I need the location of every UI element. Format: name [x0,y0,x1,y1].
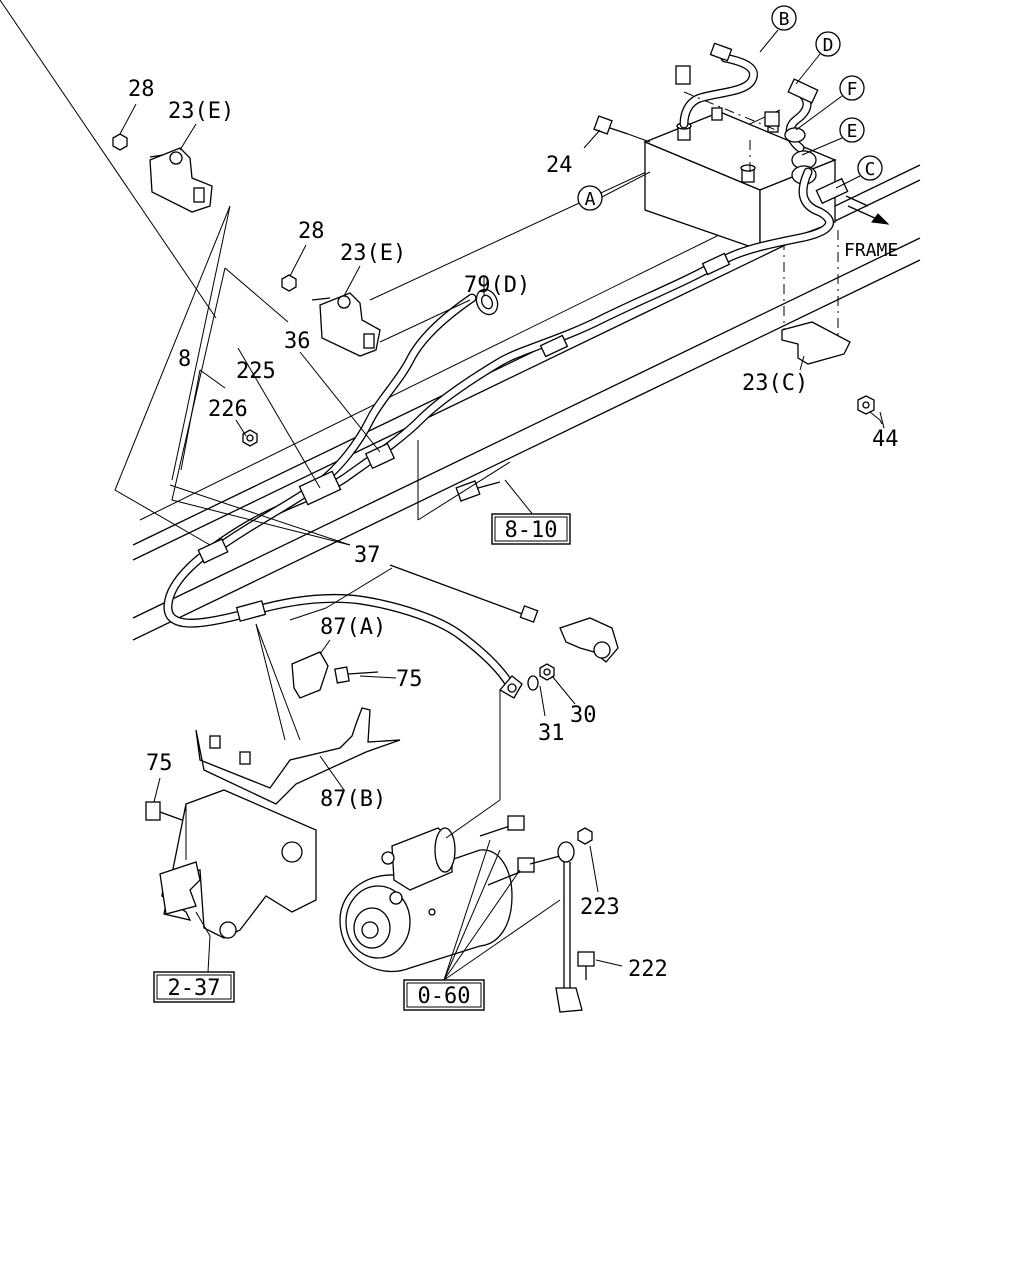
bracket-87a [291,651,379,699]
callout-87a: 87(A) [320,615,386,640]
relay-connector [455,480,501,502]
callout-44: 44 [872,427,899,452]
dashed-leaders [683,91,839,340]
callout-223: 223 [580,895,620,920]
callout-75-upper: 75 [396,667,423,692]
ref-box-0-60[interactable]: 0-60 [403,979,485,1011]
starter-bracket [145,789,317,939]
ground-strap [529,827,595,1013]
bracket-87b [195,707,401,805]
svg-text:8-10: 8-10 [505,518,558,543]
callout-36: 36 [284,329,311,354]
svg-text:D: D [823,35,834,56]
callout-28-middle: 28 [298,219,325,244]
frame-label: FRAME [844,240,898,261]
callout-23e-top: 23(E) [168,99,234,124]
nut-226 [242,429,258,447]
svg-text:0-60: 0-60 [418,984,471,1009]
callout-226: 226 [208,397,248,422]
svg-text:A: A [585,189,596,210]
callout-31: 31 [538,721,565,746]
grommet [475,288,499,316]
svg-text:B: B [779,9,790,30]
bracket-23e-left [112,133,213,213]
callout-23e-middle: 23(E) [340,241,406,266]
washer-31 [527,675,539,691]
leader-lines [0,0,885,981]
bracket-23c [781,321,875,415]
callout-79d: 79(D) [464,273,530,298]
ref-box-2-37[interactable]: 2-37 [153,971,235,1003]
callout-225: 225 [236,359,276,384]
svg-text:2-37: 2-37 [168,976,221,1001]
ref-box-8-10[interactable]: 8-10 [491,513,571,545]
callout-28-top: 28 [128,77,155,102]
nut-30 [539,663,555,681]
svg-text:E: E [847,121,858,142]
starter-motor [339,815,535,973]
battery [643,107,837,251]
wire-harness [197,293,477,564]
circled-letter-f: F [839,75,865,101]
callout-23c: 23(C) [742,371,808,396]
circled-letter-e: E [839,117,865,143]
callout-37: 37 [354,543,381,568]
circled-letter-a: A [577,185,603,211]
bracket-23e-middle [281,274,381,357]
starter-cable [389,564,619,663]
main-battery-cable [163,167,869,699]
svg-text:F: F [847,79,858,100]
callout-8: 8 [178,347,191,372]
battery-cables-top [675,42,819,185]
battery-bolt [593,115,651,143]
circled-letter-c: C [857,155,883,181]
frame-arrow [847,205,890,225]
callout-24: 24 [546,153,573,178]
circled-letter-d: D [815,31,841,57]
circled-letter-b: B [771,5,797,31]
callout-222: 222 [628,957,668,982]
callout-87b: 87(B) [320,787,386,812]
callout-75-lower: 75 [146,751,173,776]
svg-text:C: C [865,159,876,180]
callout-30: 30 [570,703,597,728]
